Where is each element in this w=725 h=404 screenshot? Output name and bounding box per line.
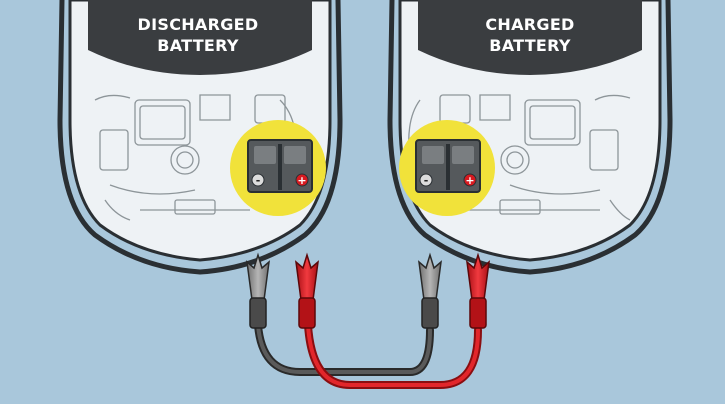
clamp-negative-right: [418, 252, 442, 329]
jumper-cables: [254, 321, 482, 389]
positive-terminal-symbol: +: [297, 174, 306, 187]
label-line-2: BATTERY: [157, 36, 239, 55]
positive-terminal-symbol: +: [465, 174, 474, 187]
label-line-1: CHARGED: [485, 15, 575, 34]
negative-cable: [254, 321, 434, 376]
clamp-positive-right: [466, 252, 490, 329]
car-charged: - +: [387, 0, 673, 275]
windshield: [418, 0, 642, 75]
clamp-negative-left: [246, 252, 270, 329]
fender-outline: [57, 0, 343, 275]
label-line-2: BATTERY: [489, 36, 571, 55]
battery-charged: - +: [415, 139, 481, 193]
windshield: [88, 0, 312, 75]
label-charged-battery: CHARGED BATTERY: [430, 14, 630, 56]
label-discharged-battery: DISCHARGED BATTERY: [98, 14, 298, 56]
clamp-positive-left: [295, 252, 319, 329]
car-discharged: - +: [57, 0, 343, 275]
negative-terminal-symbol: -: [424, 174, 429, 187]
negative-terminal-symbol: -: [256, 174, 261, 187]
battery-discharged: - +: [247, 139, 313, 193]
label-line-1: DISCHARGED: [137, 15, 259, 34]
fender-outline: [387, 0, 673, 275]
